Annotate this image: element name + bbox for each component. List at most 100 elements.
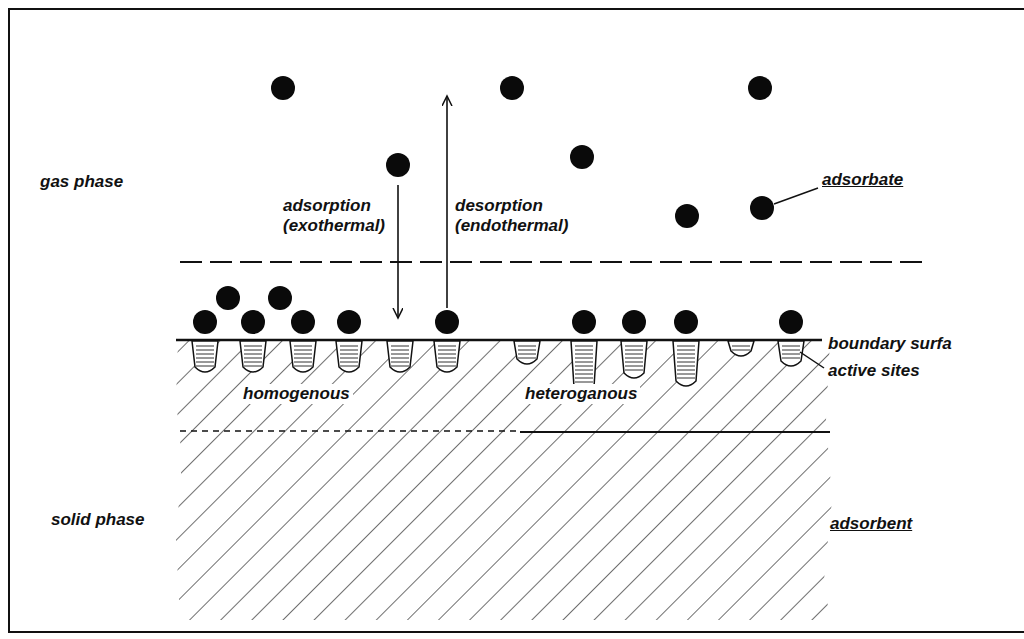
site-shading — [438, 358, 456, 359]
site-shading — [575, 378, 593, 379]
site-shading — [575, 382, 593, 383]
site-shading — [438, 362, 456, 363]
site-shading — [732, 350, 750, 351]
site-shading — [732, 346, 750, 347]
active-site — [290, 341, 316, 372]
site-shading — [196, 362, 214, 363]
active-site — [514, 341, 540, 364]
site-shading — [518, 358, 536, 359]
active-site — [240, 341, 266, 372]
site-shading — [625, 354, 643, 355]
molecule — [193, 310, 217, 334]
leader-line — [774, 188, 818, 204]
site-shading — [391, 358, 409, 359]
site-shading — [575, 374, 593, 375]
site-shading — [391, 366, 409, 367]
site-shading — [438, 350, 456, 351]
molecule — [748, 76, 772, 100]
part-label: active sites — [828, 361, 920, 381]
adsorbate-molecules — [193, 76, 803, 334]
molecule — [271, 76, 295, 100]
site-shading — [677, 374, 695, 375]
site-shading — [575, 350, 593, 351]
site-shading — [196, 346, 214, 347]
site-shading — [518, 350, 536, 351]
site-shading — [438, 366, 456, 367]
desorption-arrow — [446, 96, 448, 308]
site-shading — [244, 366, 262, 367]
frame — [9, 9, 1024, 632]
process-label: desorption (endothermal) — [455, 196, 585, 236]
molecule — [500, 76, 524, 100]
molecule — [386, 153, 410, 177]
site-shading — [340, 350, 358, 351]
site-shading — [677, 350, 695, 351]
molecule — [570, 145, 594, 169]
part-label: adsorbate — [822, 170, 903, 190]
site-shading — [625, 358, 643, 359]
site-shading — [294, 362, 312, 363]
boundary-surface — [176, 339, 822, 342]
site-shading — [340, 354, 358, 355]
site-shading — [244, 350, 262, 351]
molecule — [572, 310, 596, 334]
site-shading — [677, 378, 695, 379]
site-shading — [294, 346, 312, 347]
site-shading — [340, 358, 358, 359]
site-shading — [196, 366, 214, 367]
gas-boundary-dashed — [180, 261, 925, 263]
site-shading — [575, 362, 593, 363]
molecule — [337, 310, 361, 334]
region-label: solid phase — [48, 510, 148, 530]
site-shading — [625, 366, 643, 367]
region-label: heteroganous — [522, 384, 640, 404]
active-site — [336, 341, 362, 372]
site-shading — [294, 350, 312, 351]
site-shading — [677, 366, 695, 367]
adsorption-arrow — [397, 185, 399, 318]
part-label: boundary surfa — [828, 334, 952, 354]
site-shading — [196, 358, 214, 359]
site-shading — [244, 346, 262, 347]
site-shading — [244, 358, 262, 359]
part-label: adsorbent — [830, 514, 912, 534]
site-shading — [782, 350, 800, 351]
site-shading — [438, 354, 456, 355]
site-shading — [575, 346, 593, 347]
site-shading — [782, 346, 800, 347]
site-shading — [677, 346, 695, 347]
site-shading — [196, 350, 214, 351]
region-label: homogenous — [240, 384, 353, 404]
active-site — [387, 341, 413, 372]
site-shading — [196, 354, 214, 355]
molecule — [435, 310, 459, 334]
site-shading — [340, 346, 358, 347]
layer-boundary — [520, 431, 830, 433]
site-shading — [518, 346, 536, 347]
site-shading — [340, 366, 358, 367]
site-shading — [294, 358, 312, 359]
molecule — [216, 286, 240, 310]
molecule — [268, 286, 292, 310]
site-shading — [438, 346, 456, 347]
active-site — [728, 341, 754, 356]
site-shading — [625, 350, 643, 351]
site-shading — [625, 370, 643, 371]
site-shading — [244, 362, 262, 363]
site-shading — [244, 354, 262, 355]
molecule — [291, 310, 315, 334]
site-shading — [340, 362, 358, 363]
site-shading — [677, 362, 695, 363]
site-shading — [575, 370, 593, 371]
site-shading — [575, 354, 593, 355]
leader-line — [800, 352, 824, 368]
process-label: adsorption (exothermal) — [283, 196, 413, 236]
site-shading — [391, 346, 409, 347]
molecule — [750, 196, 774, 220]
molecule — [675, 204, 699, 228]
molecule — [622, 310, 646, 334]
site-shading — [625, 362, 643, 363]
active-site — [434, 341, 460, 372]
